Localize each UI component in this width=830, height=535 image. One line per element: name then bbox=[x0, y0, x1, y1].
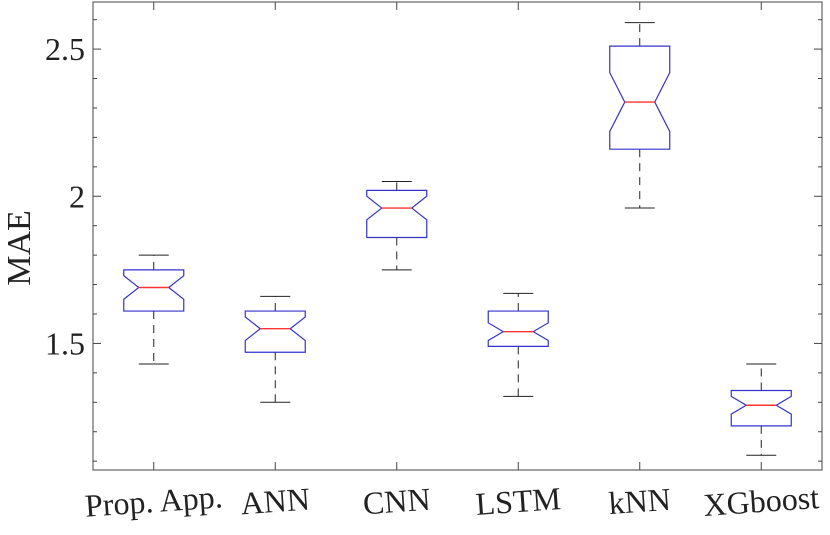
box-4 bbox=[487, 292, 549, 397]
x-tick-label: kNN bbox=[607, 481, 672, 521]
notched-box bbox=[123, 269, 185, 312]
y-axis-label: MAE bbox=[1, 210, 38, 286]
notched-box bbox=[244, 310, 306, 353]
notched-box bbox=[730, 389, 792, 427]
plot-area-frame bbox=[92, 1, 823, 471]
x-tick-label: LSTM bbox=[474, 480, 562, 522]
notched-box bbox=[366, 189, 428, 239]
box-1 bbox=[123, 254, 185, 365]
box-3 bbox=[366, 181, 428, 271]
y-axis-ticks: 1.5 2 2.5 bbox=[45, 19, 822, 462]
x-tick-label: Prop. App. bbox=[84, 478, 224, 524]
box-5 bbox=[609, 22, 671, 209]
x-axis-ticks: Prop. App. ANN CNN LSTM kNN XGboost bbox=[84, 2, 820, 524]
box-series bbox=[123, 22, 792, 456]
notched-box bbox=[487, 310, 549, 347]
x-tick-label: XGboost bbox=[702, 479, 820, 523]
y-tick-label: 1.5 bbox=[45, 325, 85, 361]
y-tick-label: 2 bbox=[69, 178, 85, 214]
box-2 bbox=[244, 295, 306, 403]
box-6 bbox=[730, 363, 792, 456]
notched-box bbox=[609, 45, 671, 150]
x-tick-label: ANN bbox=[239, 481, 311, 522]
x-tick-label: CNN bbox=[362, 481, 432, 522]
y-tick-label: 2.5 bbox=[45, 31, 85, 67]
